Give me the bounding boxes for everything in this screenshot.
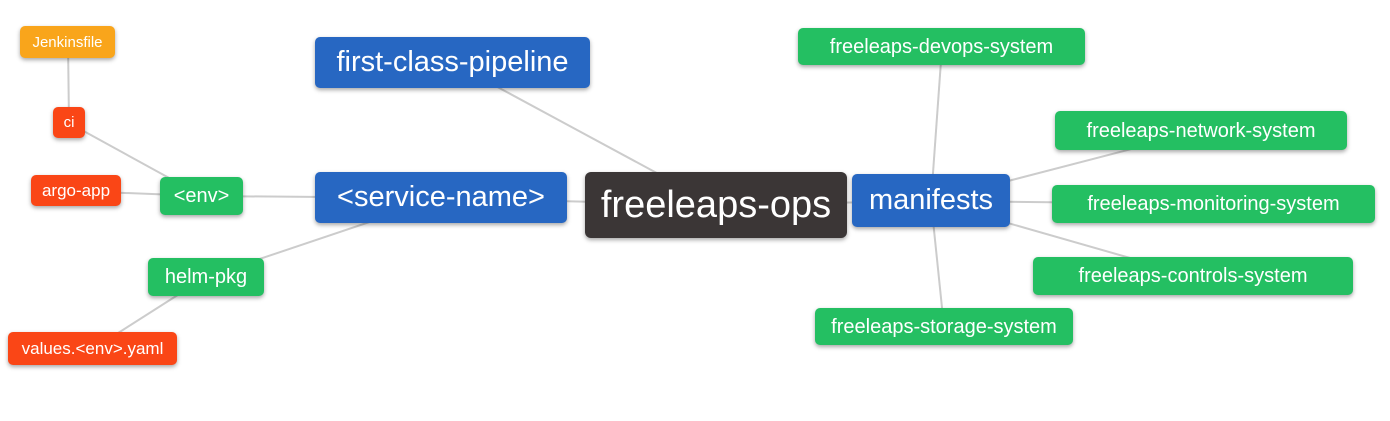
node-env[interactable]: <env>	[160, 177, 243, 215]
node-jenkinsfile[interactable]: Jenkinsfile	[20, 26, 115, 58]
node-freeleaps-network-system[interactable]: freeleaps-network-system	[1055, 111, 1347, 150]
node-freeleaps-monitoring-system[interactable]: freeleaps-monitoring-system	[1052, 185, 1375, 223]
node-helm-pkg[interactable]: helm-pkg	[148, 258, 264, 296]
node-first-class-pipeline[interactable]: first-class-pipeline	[315, 37, 590, 88]
node-argo-app[interactable]: argo-app	[31, 175, 121, 206]
node-values-env-yaml[interactable]: values.<env>.yaml	[8, 332, 177, 365]
node-ci[interactable]: ci	[53, 107, 85, 138]
node-freeleaps-storage-system[interactable]: freeleaps-storage-system	[815, 308, 1073, 345]
node-service-name[interactable]: <service-name>	[315, 172, 567, 223]
node-freeleaps-devops-system[interactable]: freeleaps-devops-system	[798, 28, 1085, 65]
node-manifests[interactable]: manifests	[852, 174, 1010, 227]
node-freeleaps-ops[interactable]: freeleaps-ops	[585, 172, 847, 238]
node-freeleaps-controls-system[interactable]: freeleaps-controls-system	[1033, 257, 1353, 295]
